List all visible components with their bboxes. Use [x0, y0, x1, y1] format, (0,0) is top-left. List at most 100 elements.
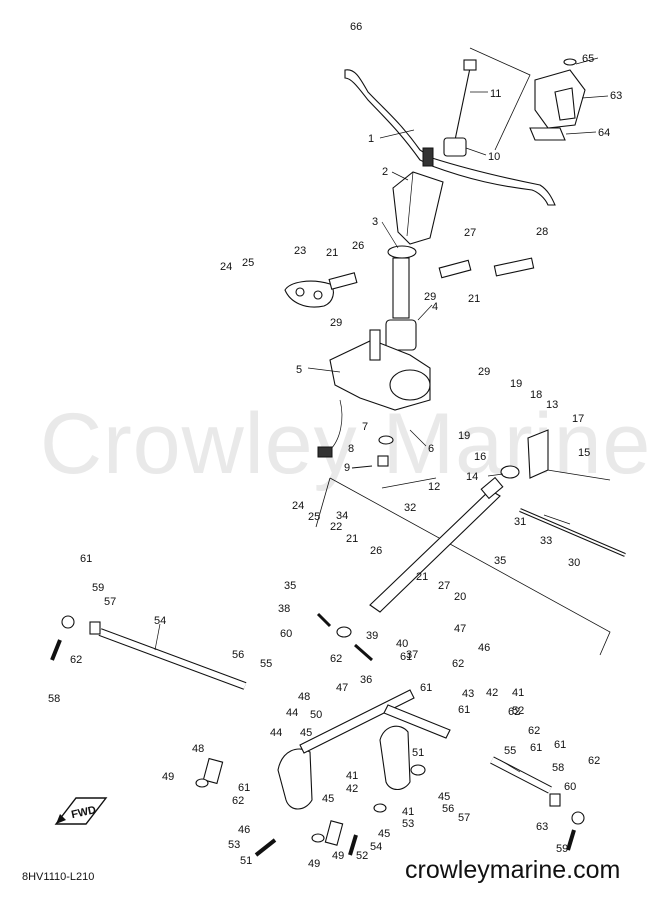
fwd-direction-arrow-icon: FWD	[54, 797, 108, 825]
shaft-top-end	[480, 476, 504, 500]
diagram-code: 8HV1110-L210	[22, 871, 95, 883]
washer-7	[378, 435, 394, 445]
callout-62: 62	[528, 725, 540, 737]
bolt-head	[463, 59, 477, 71]
callout-66: 66	[350, 21, 362, 33]
washer-45	[373, 803, 387, 813]
steering-handle	[344, 69, 556, 206]
callout-21: 21	[326, 247, 338, 259]
callout-53: 53	[402, 818, 414, 830]
callout-17: 17	[572, 413, 584, 425]
callout-34: 34	[336, 510, 348, 522]
callout-52: 52	[356, 850, 368, 862]
callout-15: 15	[578, 447, 590, 459]
callout-48: 48	[298, 691, 310, 703]
callout-27: 27	[464, 227, 476, 239]
lever-44	[277, 748, 313, 810]
arm-upper-right	[438, 259, 472, 279]
callout-31: 31	[514, 516, 526, 528]
callout-58: 58	[48, 693, 60, 705]
pin-9	[351, 465, 373, 469]
plate-hole-a	[295, 287, 305, 297]
callout-54: 54	[154, 615, 166, 627]
callout-49: 49	[332, 850, 344, 862]
shaft-coupler	[385, 319, 417, 351]
callout-29: 29	[330, 317, 342, 329]
callout-64: 64	[598, 127, 610, 139]
callout-50: 50	[310, 709, 322, 721]
plate-hole-b	[313, 290, 323, 300]
callout-46: 46	[478, 642, 490, 654]
callout-51: 51	[412, 747, 424, 759]
callout-29: 29	[424, 291, 436, 303]
throttle-spindle	[369, 329, 381, 361]
callout-3: 3	[372, 216, 378, 228]
callout-65: 65	[582, 53, 594, 65]
callout-63: 63	[610, 90, 622, 102]
callout-26: 26	[370, 545, 382, 557]
bolt-38	[316, 612, 332, 628]
callout-21: 21	[346, 533, 358, 545]
link-arm	[493, 257, 535, 277]
website-url: crowleymarine.com	[405, 856, 621, 884]
sleeve-48	[202, 757, 224, 785]
block-edge	[406, 171, 414, 237]
cross-shaft-46	[299, 689, 415, 754]
callout-24: 24	[220, 261, 232, 273]
callout-24: 24	[292, 500, 304, 512]
shaft-bracket	[527, 429, 549, 479]
callout-56: 56	[232, 649, 244, 661]
cover-clip	[563, 58, 577, 66]
main-shift-shaft	[369, 489, 501, 613]
callout-63: 63	[536, 821, 548, 833]
callout-61: 61	[530, 742, 542, 754]
bushing-14	[500, 465, 520, 479]
leader-6	[409, 429, 427, 447]
leader-4	[417, 304, 433, 321]
callout-61: 61	[238, 782, 250, 794]
callout-19: 19	[510, 378, 522, 390]
leader-5	[307, 367, 341, 373]
callout-62: 62	[508, 706, 520, 718]
rod-54-right-inner	[490, 757, 552, 793]
callout-49: 49	[162, 771, 174, 783]
callout-23: 23	[294, 245, 306, 257]
ball-joint-right	[571, 811, 585, 825]
callout-45: 45	[300, 727, 312, 739]
callout-4: 4	[432, 301, 438, 313]
callout-32: 32	[404, 502, 416, 514]
callout-28: 28	[536, 226, 548, 238]
callout-19: 19	[458, 430, 470, 442]
callout-62: 62	[330, 653, 342, 665]
bolt-51-right	[348, 834, 358, 856]
callout-44: 44	[286, 707, 298, 719]
callout-25: 25	[242, 257, 254, 269]
washer-49-lower	[311, 833, 325, 843]
callout-5: 5	[296, 364, 302, 376]
nut-58-left	[89, 621, 101, 635]
callout-42: 42	[486, 687, 498, 699]
leader-66	[575, 57, 599, 65]
callout-42: 42	[346, 783, 358, 795]
lever-50	[379, 725, 411, 791]
callout-54: 54	[370, 841, 382, 853]
collar-39	[336, 626, 352, 638]
callout-49: 49	[308, 858, 320, 870]
leader-3	[381, 221, 399, 249]
callout-59: 59	[92, 582, 104, 594]
leader-64	[581, 95, 609, 99]
leader-10	[465, 147, 487, 156]
callout-47: 47	[336, 682, 348, 694]
callout-61: 61	[420, 682, 432, 694]
sleeve-48-lower	[324, 820, 344, 846]
steering-mount-block	[392, 171, 444, 245]
callout-39: 39	[366, 630, 378, 642]
throttle-motor	[389, 369, 431, 401]
watermark: Crowley Marine	[40, 396, 652, 492]
steering-shaft	[392, 257, 410, 319]
callout-48: 48	[192, 743, 204, 755]
bolt-51-left	[254, 838, 277, 857]
callout-62: 62	[232, 795, 244, 807]
nut-8	[377, 455, 389, 467]
